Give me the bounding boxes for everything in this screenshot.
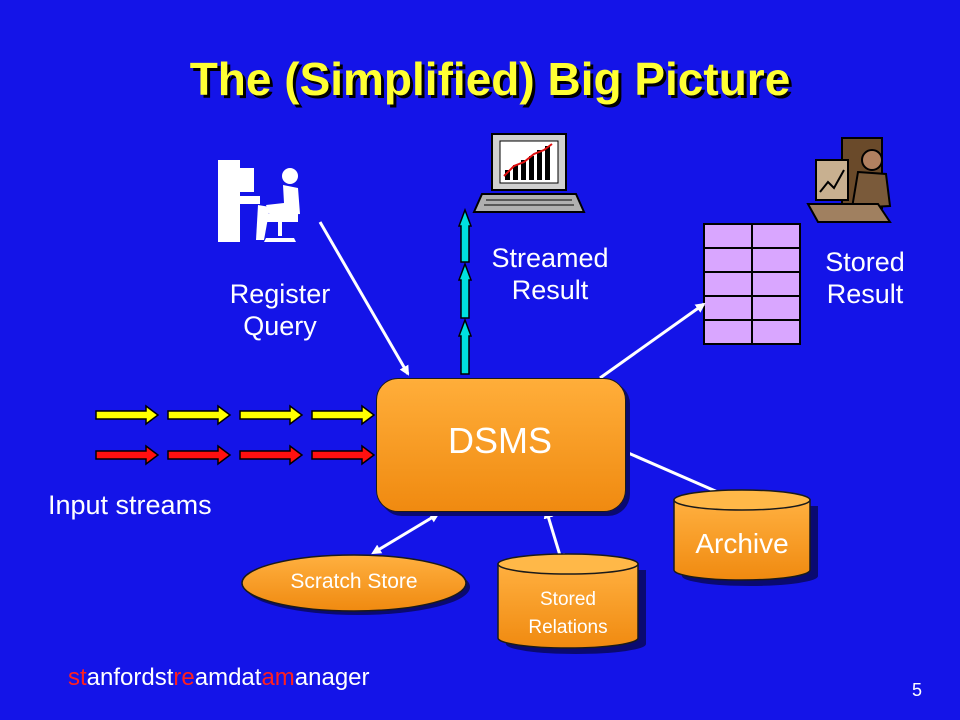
streamed-result-line-1: Streamed (491, 243, 609, 273)
stored-result-table (703, 223, 801, 345)
laptop-chart-icon (472, 133, 586, 213)
page-number: 5 (912, 680, 923, 700)
stored-relations-line-2: Relations (528, 617, 608, 638)
register-query-line-2: Query (243, 311, 317, 341)
footer-part-5: am (261, 664, 295, 691)
stored-result-label: Stored Result (800, 246, 930, 310)
streamed-result-arrows (457, 207, 473, 375)
person-at-computer-icon (218, 160, 300, 242)
stored-result-line-2: Result (826, 279, 904, 309)
register-query-label: Register Query (200, 278, 360, 342)
dsms-box (376, 378, 626, 512)
slide-title: The (Simplified) Big Picture (189, 53, 791, 105)
footer-part-3: re (173, 664, 195, 691)
streamed-result-label: Streamed Result (470, 242, 630, 306)
footer-brand: stanfordstreamdatamanager (68, 664, 370, 692)
footer-part-4: amdat (194, 664, 262, 691)
stored-result-line-1: Stored (825, 247, 905, 277)
streamed-result-line-2: Result (511, 275, 589, 305)
footer-part-6: anager (294, 664, 370, 691)
input-streams-label: Input streams (48, 490, 212, 520)
person-with-monitor-icon (806, 137, 892, 223)
input-stream-yellow-arrows (95, 404, 376, 426)
footer-part-2: anfordst (86, 664, 174, 691)
archive-cylinder (673, 489, 818, 586)
scratch-store-label: Scratch Store (290, 570, 418, 593)
register-query-line-1: Register (229, 279, 331, 309)
input-stream-red-arrows (95, 444, 376, 466)
dsms-label: DSMS (447, 420, 552, 461)
archive-label: Archive (695, 528, 789, 559)
scratch-store-ellipse (241, 554, 470, 615)
stored-relations-label: Stored Relations (498, 586, 638, 642)
footer-part-1: st (68, 664, 87, 691)
stored-relations-line-1: Stored (540, 589, 596, 610)
stored-relations-cylinder (497, 553, 646, 654)
